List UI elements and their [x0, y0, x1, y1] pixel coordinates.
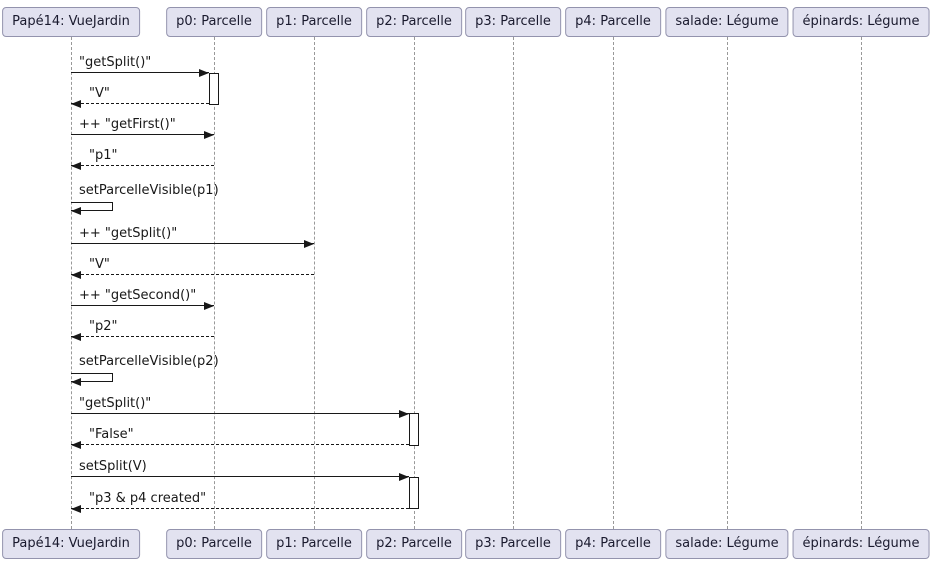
- lifeline: [414, 37, 415, 529]
- arrowhead-icon: [304, 240, 314, 248]
- lifeline: [71, 37, 72, 529]
- message-label: ++ "getSplit()": [79, 226, 178, 241]
- activation-bar: [409, 413, 419, 446]
- self-message-line: [71, 373, 113, 382]
- arrowhead-icon: [71, 441, 81, 449]
- participant-box-bottom: Papé14: VueJardin: [2, 529, 140, 559]
- message-label: "False": [89, 427, 134, 442]
- message-line: [71, 336, 214, 337]
- lifeline: [727, 37, 728, 529]
- message-label: "p2": [89, 319, 118, 334]
- message-line: [71, 134, 214, 135]
- participant-box-bottom: p4: Parcelle: [565, 529, 661, 559]
- participant-box-bottom: épinards: Légume: [792, 529, 930, 559]
- arrowhead-icon: [71, 100, 81, 108]
- arrowhead-icon: [71, 207, 81, 215]
- arrowhead-icon: [399, 473, 409, 481]
- message-line: [71, 476, 409, 477]
- participant-box-bottom: salade: Légume: [665, 529, 789, 559]
- participant-box-top: p2: Parcelle: [366, 7, 462, 37]
- lifeline: [613, 37, 614, 529]
- message-label: "getSplit()": [79, 396, 152, 411]
- participant-box-bottom: p0: Parcelle: [166, 529, 262, 559]
- message-line: [71, 165, 214, 166]
- participant-box-top: p1: Parcelle: [266, 7, 362, 37]
- arrowhead-icon: [71, 378, 81, 386]
- message-line: [71, 508, 409, 509]
- message-label: setParcelleVisible(p1): [79, 183, 219, 198]
- activation-bar: [209, 73, 219, 105]
- participant-box-bottom: p1: Parcelle: [266, 529, 362, 559]
- message-line: [71, 274, 314, 275]
- participant-box-top: salade: Légume: [665, 7, 789, 37]
- participant-box-top: Papé14: VueJardin: [2, 7, 140, 37]
- message-label: "p1": [89, 148, 118, 163]
- message-line: [71, 72, 209, 73]
- activation-bar: [409, 477, 419, 509]
- participant-box-top: épinards: Légume: [792, 7, 930, 37]
- participant-box-top: p3: Parcelle: [465, 7, 561, 37]
- message-line: [71, 103, 209, 104]
- message-line: [71, 243, 314, 244]
- message-label: setParcelleVisible(p2): [79, 354, 219, 369]
- participant-box-top: p0: Parcelle: [166, 7, 262, 37]
- arrowhead-icon: [71, 162, 81, 170]
- message-line: [71, 305, 214, 306]
- message-line: [71, 444, 409, 445]
- arrowhead-icon: [71, 271, 81, 279]
- message-label: "V": [89, 257, 110, 272]
- arrowhead-icon: [204, 302, 214, 310]
- lifeline: [861, 37, 862, 529]
- message-label: "V": [89, 86, 110, 101]
- message-label: "p3 & p4 created": [89, 491, 207, 506]
- participant-box-top: p4: Parcelle: [565, 7, 661, 37]
- arrowhead-icon: [204, 131, 214, 139]
- message-label: setSplit(V): [79, 459, 147, 474]
- participant-box-bottom: p2: Parcelle: [366, 529, 462, 559]
- message-line: [71, 413, 409, 414]
- lifeline: [314, 37, 315, 529]
- self-message-line: [71, 202, 113, 211]
- message-label: ++ "getFirst()": [79, 117, 176, 132]
- arrowhead-icon: [399, 410, 409, 418]
- lifeline: [513, 37, 514, 529]
- arrowhead-icon: [71, 505, 81, 513]
- arrowhead-icon: [199, 69, 209, 77]
- participant-box-bottom: p3: Parcelle: [465, 529, 561, 559]
- lifeline: [214, 37, 215, 529]
- message-label: "getSplit()": [79, 55, 152, 70]
- arrowhead-icon: [71, 333, 81, 341]
- message-label: ++ "getSecond()": [79, 288, 197, 303]
